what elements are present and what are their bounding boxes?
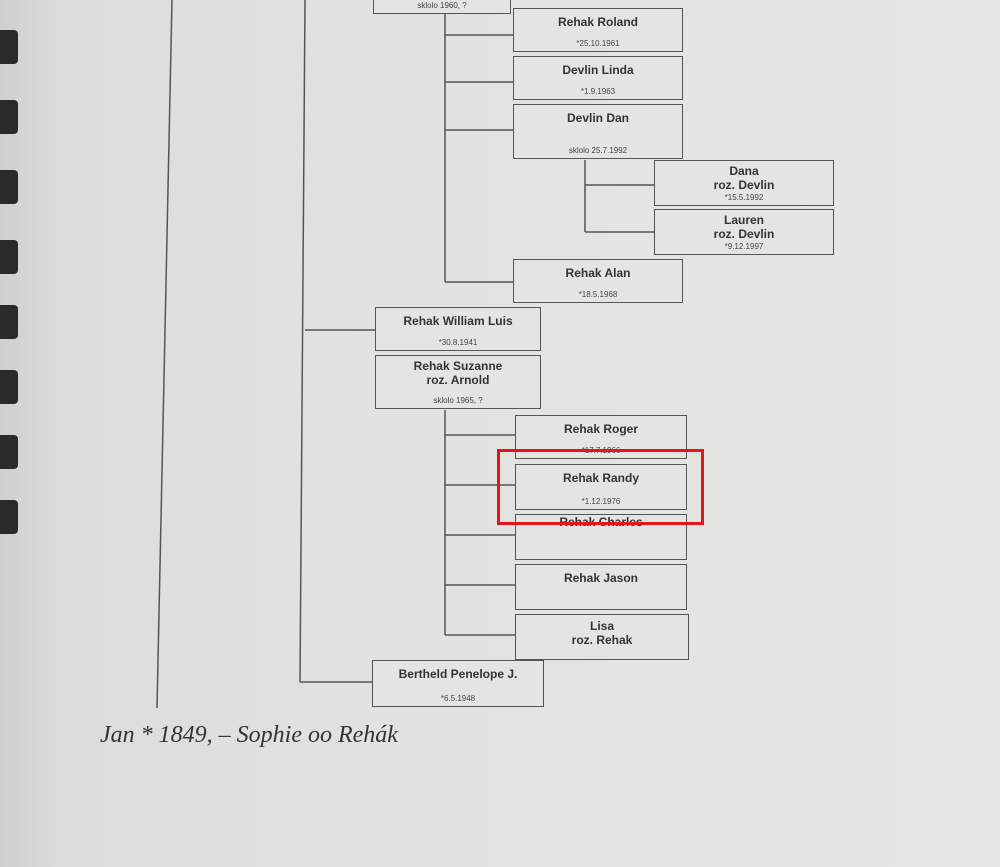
person-box-dan: Devlin Dan sklolo 25.7.1992 bbox=[513, 104, 683, 159]
person-name: Rehak Roger bbox=[563, 422, 639, 436]
binder-ring bbox=[0, 170, 18, 204]
binder-spine bbox=[0, 0, 22, 867]
person-maiden-name: roz. Devlin bbox=[713, 227, 775, 241]
person-date: *1.12.1976 bbox=[581, 497, 621, 506]
person-box-jason: Rehak Jason bbox=[515, 564, 687, 610]
person-date: *15.5.1992 bbox=[724, 193, 764, 202]
person-name: Rehak William Luis bbox=[403, 314, 513, 328]
binder-ring bbox=[0, 100, 18, 134]
person-name: Devlin Dan bbox=[566, 111, 629, 125]
person-date: *6.5.1948 bbox=[440, 694, 476, 703]
person-name: Rehak Suzanne bbox=[413, 359, 503, 373]
person-name: Rehak Randy bbox=[562, 471, 640, 485]
person-box-suzanne: Rehak Suzanne roz. Arnold sklolo 1965, ? bbox=[375, 355, 541, 409]
person-date: sklolo 1965, ? bbox=[433, 396, 483, 405]
person-date: *9.12.1997 bbox=[724, 242, 764, 251]
person-name: Rehak Jason bbox=[563, 571, 639, 585]
person-name: Lisa bbox=[589, 619, 614, 633]
person-box-top: sklolo 1960, ? bbox=[373, 0, 511, 14]
person-date: sklolo 25.7.1992 bbox=[568, 146, 628, 155]
person-box-dana: Dana roz. Devlin *15.5.1992 bbox=[654, 160, 834, 206]
highlight-box bbox=[497, 449, 704, 525]
person-box-linda: Devlin Linda *1.9.1963 bbox=[513, 56, 683, 100]
person-name: Dana bbox=[729, 164, 759, 178]
binder-ring bbox=[0, 370, 18, 404]
person-box-lauren: Lauren roz. Devlin *9.12.1997 bbox=[654, 209, 834, 255]
person-box-penelope: Bertheld Penelope J. *6.5.1948 bbox=[372, 660, 544, 707]
person-box-lisa: Lisa roz. Rehak bbox=[515, 614, 689, 660]
person-maiden-name: roz. Devlin bbox=[713, 178, 775, 192]
person-name: Rehak Alan bbox=[565, 266, 631, 280]
person-name: Bertheld Penelope J. bbox=[398, 667, 518, 681]
binder-ring bbox=[0, 305, 18, 339]
person-maiden-name: roz. Rehak bbox=[571, 633, 633, 647]
person-name: Devlin Linda bbox=[562, 63, 634, 77]
person-box-william: Rehak William Luis *30.8.1941 bbox=[375, 307, 541, 351]
person-box-roland: Rehak Roland *25.10.1961 bbox=[513, 8, 683, 52]
person-box-alan: Rehak Alan *18.5.1968 bbox=[513, 259, 683, 303]
binder-ring bbox=[0, 30, 18, 64]
binder-ring bbox=[0, 240, 18, 274]
person-date: *30.8.1941 bbox=[438, 338, 478, 347]
handwritten-caption: Jan * 1849, – Sophie oo Rehák bbox=[100, 722, 398, 748]
person-date: *1.9.1963 bbox=[580, 87, 616, 96]
person-box-randy: Rehak Randy *1.12.1976 bbox=[515, 464, 687, 510]
person-maiden-name: roz. Arnold bbox=[426, 373, 490, 387]
person-date: *18.5.1968 bbox=[578, 290, 618, 299]
person-date: sklolo 1960, ? bbox=[417, 1, 467, 10]
person-box-charles: Rehak Charles bbox=[515, 514, 687, 560]
person-date: *25.10.1961 bbox=[576, 39, 620, 48]
binder-ring bbox=[0, 435, 18, 469]
person-name: Lauren bbox=[723, 213, 764, 227]
binder-ring bbox=[0, 500, 18, 534]
person-name: Rehak Roland bbox=[557, 15, 638, 29]
